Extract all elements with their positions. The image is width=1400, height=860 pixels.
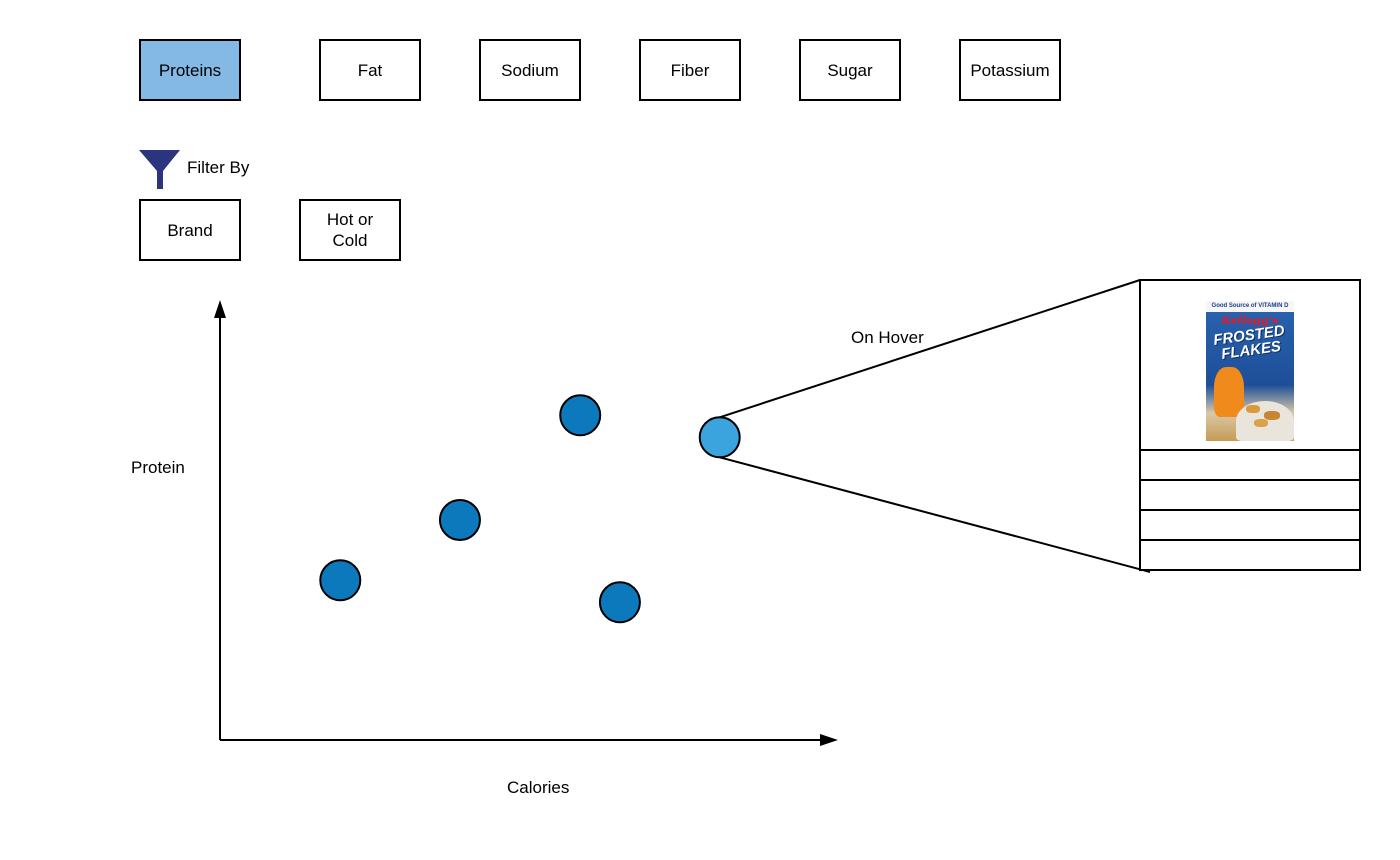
- detail-row: [1141, 511, 1359, 541]
- data-points: [319, 394, 741, 624]
- box-product-name: FROSTED FLAKES: [1212, 322, 1286, 364]
- detail-row: [1141, 451, 1359, 481]
- data-point-4[interactable]: [598, 581, 641, 624]
- data-point-1[interactable]: [319, 559, 362, 602]
- on-hover-label: On Hover: [851, 328, 924, 347]
- tab-potassium[interactable]: Potassium: [959, 39, 1061, 101]
- product-image-area: Good Source of VITAMIN D Kellogg's FROST…: [1141, 281, 1359, 451]
- box-brand-text: Kellogg's: [1221, 314, 1279, 327]
- box-top-text: Good Source of VITAMIN D: [1206, 301, 1294, 312]
- filter-hot-cold-button[interactable]: Hot or Cold: [299, 199, 401, 261]
- hovered-data-point[interactable]: [698, 416, 741, 459]
- y-axis-label: Protein: [131, 458, 185, 477]
- funnel-icon: [139, 150, 180, 189]
- frosted-flakes-box-image: Good Source of VITAMIN D Kellogg's FROST…: [1206, 301, 1294, 441]
- x-axis: [220, 734, 838, 746]
- tab-sugar[interactable]: Sugar: [799, 39, 901, 101]
- flake-shape: [1254, 419, 1268, 427]
- tab-proteins[interactable]: Proteins: [139, 39, 241, 101]
- filter-by-label: Filter By: [187, 158, 250, 177]
- flake-shape: [1246, 405, 1260, 413]
- tiger-mascot-shape: [1214, 367, 1244, 417]
- data-point-3[interactable]: [559, 394, 602, 437]
- hover-callout-lines: [719, 279, 1151, 573]
- detail-row: [1141, 541, 1359, 571]
- tab-fiber[interactable]: Fiber: [639, 39, 741, 101]
- callout-line-top: [719, 279, 1141, 419]
- callout-line-bottom: [719, 456, 1151, 573]
- tab-sodium[interactable]: Sodium: [479, 39, 581, 101]
- tab-fat[interactable]: Fat: [319, 39, 421, 101]
- x-axis-label: Calories: [507, 778, 570, 797]
- hover-detail-panel: Good Source of VITAMIN D Kellogg's FROST…: [1139, 279, 1361, 571]
- flake-shape: [1264, 411, 1280, 420]
- detail-row: [1141, 481, 1359, 511]
- filter-brand-button[interactable]: Brand: [139, 199, 241, 261]
- y-axis: [214, 300, 226, 740]
- data-point-2[interactable]: [438, 499, 481, 541]
